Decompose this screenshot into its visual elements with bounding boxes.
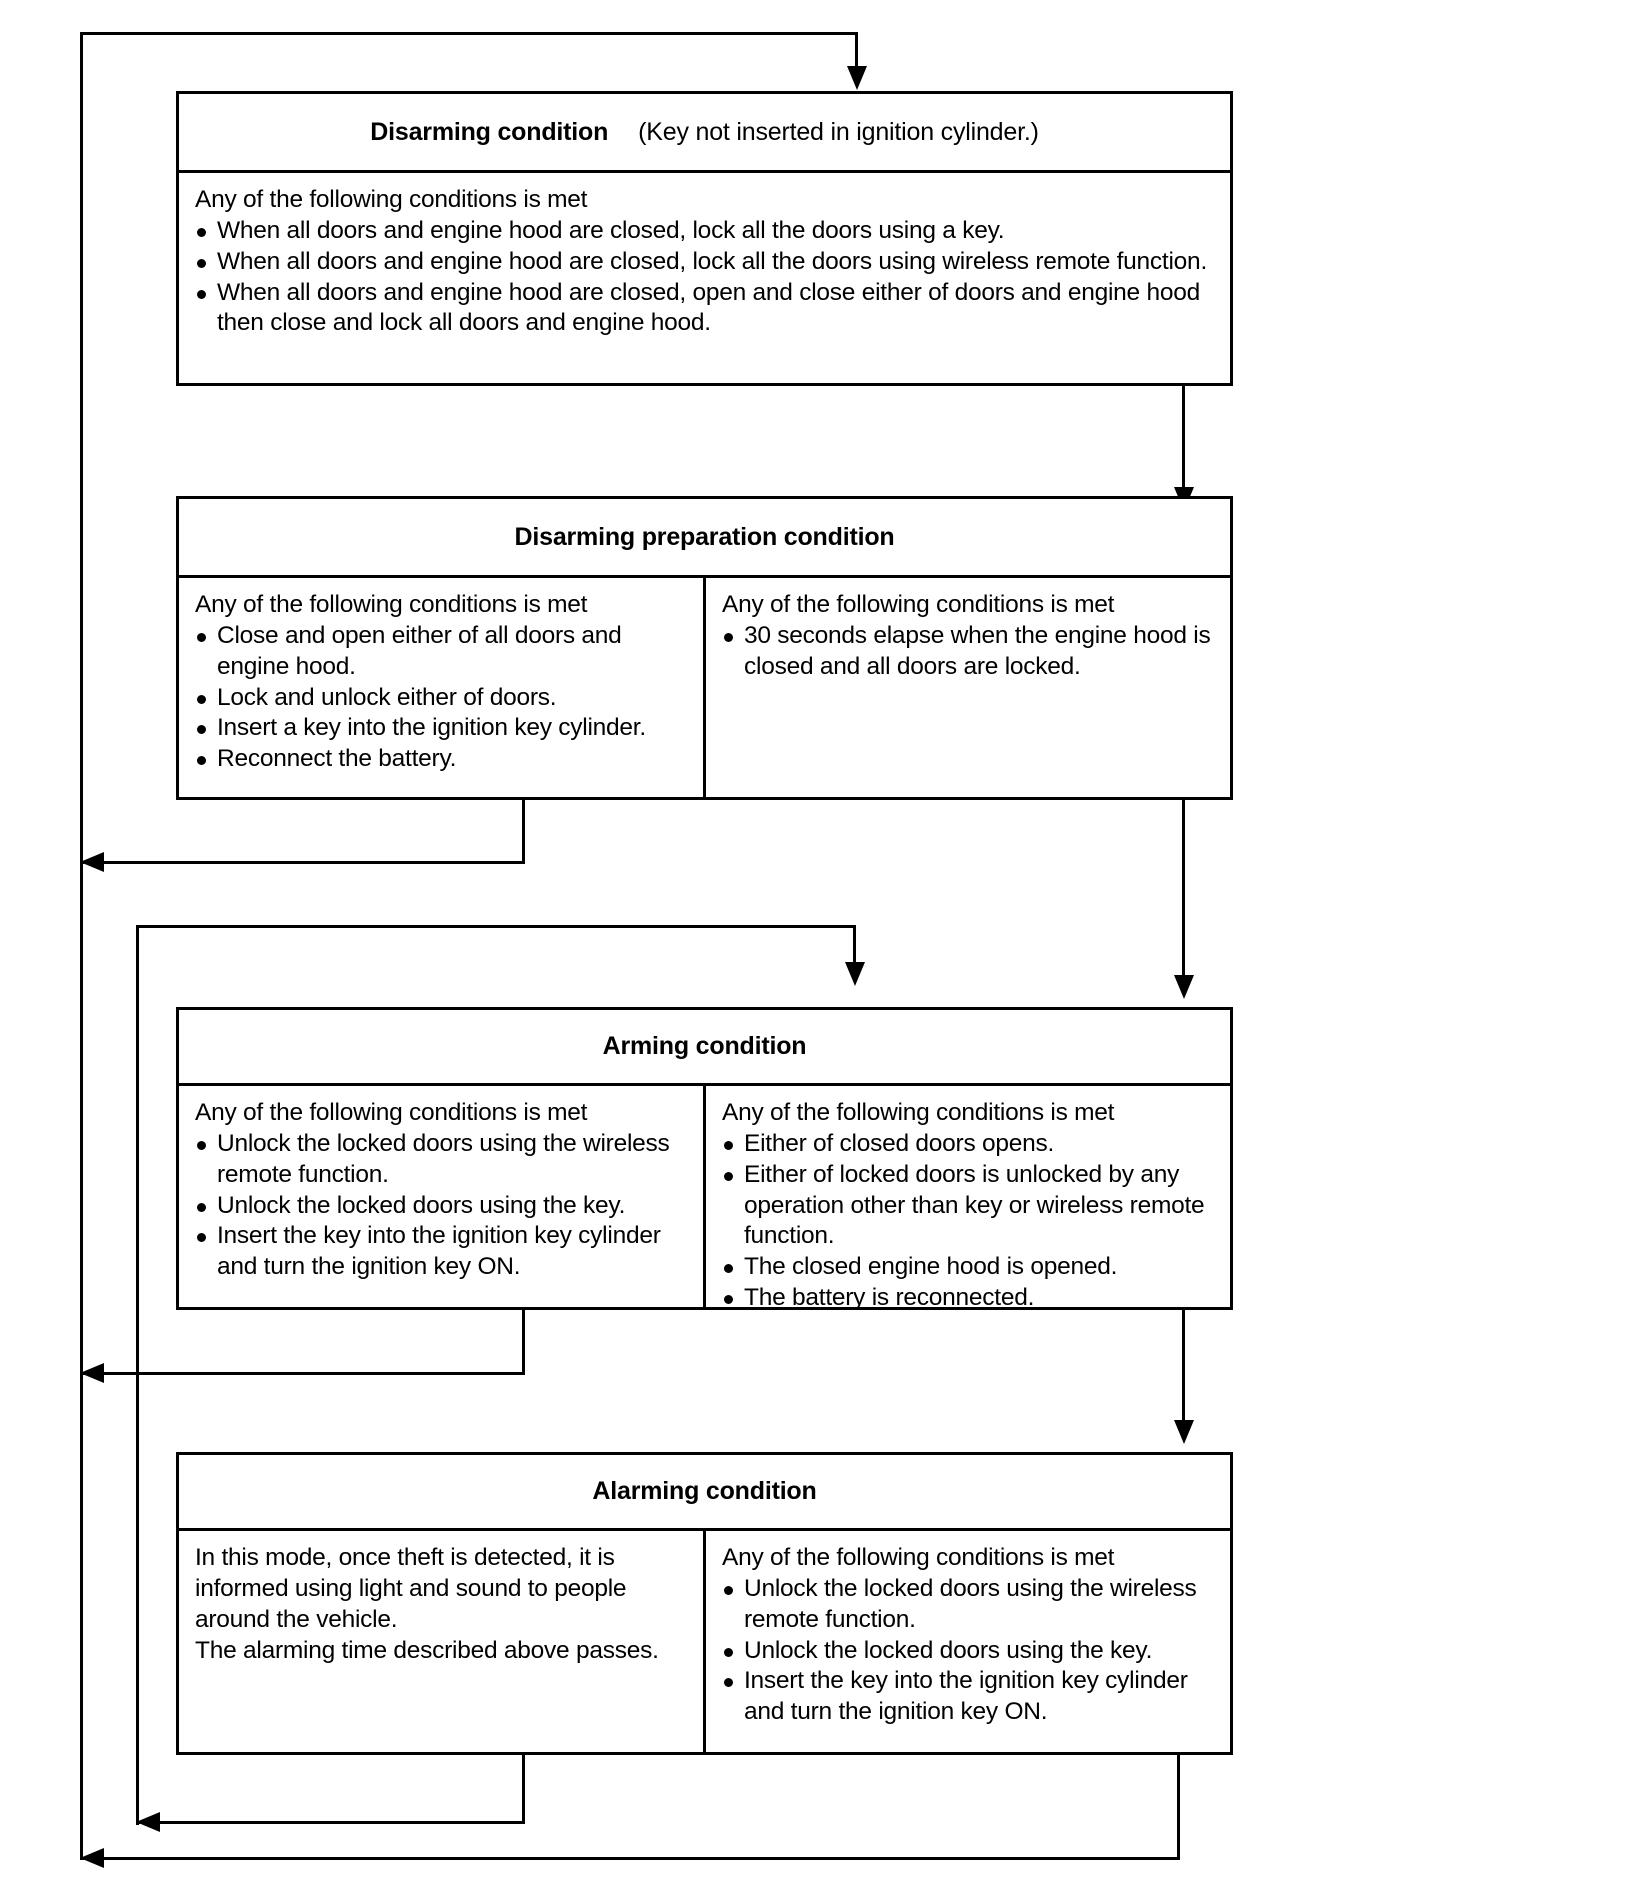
node-arming-header: Arming condition [179, 1010, 1230, 1086]
node-arming-body: Any of the following conditions is met U… [179, 1086, 1230, 1311]
node-arming-title: Arming condition [602, 1032, 807, 1060]
list-item: When all doors and engine hood are close… [195, 216, 1216, 247]
node-alarming-body: In this mode, once theft is detected, it… [179, 1531, 1230, 1755]
node-disarming-preparation-title: Disarming preparation condition [514, 522, 895, 551]
node-alarming-condition: Alarming condition In this mode, once th… [176, 1452, 1233, 1755]
list-item: Insert the key into the ignition key cyl… [195, 1221, 689, 1283]
node-arming-column-1: Any of the following conditions is met U… [179, 1086, 703, 1310]
list-item: Insert a key into the ignition key cylin… [195, 713, 689, 744]
list-item: Unlock the locked doors using the key. [195, 1191, 689, 1222]
lead-text: Any of the following conditions is met [195, 591, 588, 618]
link-disarming-to-preparation-vertical [1182, 386, 1185, 496]
arrow-arming-back-to-disarming [80, 1363, 104, 1383]
loop-outer-left-vertical [80, 32, 83, 1860]
paragraph-text: In this mode, once theft is detected, it… [195, 1544, 627, 1633]
link-preparation-left-down [522, 800, 525, 863]
lead-text: Any of the following conditions is met [195, 1099, 588, 1126]
list-item: Lock and unlock either of doors. [195, 683, 689, 714]
rail-into-arming-left-vertical [136, 925, 139, 1825]
link-arming-left-down [522, 1310, 525, 1375]
node-disarming-preparation-condition: Disarming preparation condition Any of t… [176, 496, 1233, 800]
node-arming-condition: Arming condition Any of the following co… [176, 1007, 1233, 1311]
node-disarming-preparation-header: Disarming preparation condition [179, 499, 1230, 578]
list-item: When all doors and engine hood are close… [195, 278, 1216, 340]
list-item: 30 seconds elapse when the engine hood i… [722, 621, 1216, 683]
link-preparation-to-arming-vertical [1182, 800, 1185, 985]
node-disarming-body: Any of the following conditions is met W… [179, 173, 1230, 386]
bullet-list: When all doors and engine hood are close… [195, 216, 1216, 339]
node-disarming-preparation-body: Any of the following conditions is met C… [179, 578, 1230, 800]
arrow-arming-to-alarming [1174, 1420, 1194, 1444]
node-disarming-title-note: (Key not inserted in ignition cylinder.) [638, 117, 1039, 146]
list-item: Unlock the locked doors using the wirele… [722, 1574, 1216, 1636]
arrow-preparation-to-arming [1174, 975, 1194, 999]
node-alarming-column-2: Any of the following conditions is met U… [703, 1531, 1230, 1755]
bullet-list: Either of closed doors opens. Either of … [722, 1129, 1216, 1314]
entry-stub-vertical [855, 32, 858, 70]
rail-into-arming-stub-vertical [853, 925, 856, 965]
link-alarming-left-horizontal [136, 1821, 525, 1824]
node-disarming-condition: Disarming condition (Key not inserted in… [176, 91, 1233, 386]
lead-text: Any of the following conditions is met [722, 1099, 1115, 1126]
node-alarming-title: Alarming condition [592, 1477, 817, 1505]
node-alarming-header: Alarming condition [179, 1455, 1230, 1531]
bullet-list: Unlock the locked doors using the wirele… [722, 1574, 1216, 1728]
node-disarming-preparation-column-1: Any of the following conditions is met C… [179, 578, 703, 800]
arrow-alarming-back-to-arming [136, 1812, 160, 1832]
node-arming-column-2: Any of the following conditions is met E… [703, 1086, 1230, 1311]
rail-into-arming-top-horizontal [136, 925, 856, 928]
loop-outer-top-horizontal [80, 32, 858, 35]
entry-arrow-into-disarming [847, 66, 867, 90]
link-arming-to-alarming-vertical [1182, 1310, 1185, 1430]
list-item: Reconnect the battery. [195, 744, 689, 775]
link-arming-left-horizontal [80, 1372, 525, 1375]
list-item: The battery is reconnected. [722, 1283, 1216, 1314]
list-item: The closed engine hood is opened. [722, 1252, 1216, 1283]
bullet-list: Close and open either of all doors and e… [195, 621, 689, 775]
arrow-preparation-back-to-disarming [80, 852, 104, 872]
bullet-list: 30 seconds elapse when the engine hood i… [722, 621, 1216, 683]
node-alarming-column-1: In this mode, once theft is detected, it… [179, 1531, 703, 1755]
arrow-rail-into-arming [845, 962, 865, 986]
list-item: Either of closed doors opens. [722, 1129, 1216, 1160]
lead-text: Any of the following conditions is met [722, 591, 1115, 618]
list-item: Insert the key into the ignition key cyl… [722, 1666, 1216, 1728]
list-item: Unlock the locked doors using the key. [722, 1636, 1216, 1667]
list-item: Unlock the locked doors using the wirele… [195, 1129, 689, 1191]
loop-outer-bottom-horizontal [80, 1857, 1180, 1860]
list-item: Either of locked doors is unlocked by an… [722, 1160, 1216, 1253]
list-item: When all doors and engine hood are close… [195, 247, 1216, 278]
link-alarming-left-down [522, 1755, 525, 1823]
bullet-list: Unlock the locked doors using the wirele… [195, 1129, 689, 1283]
node-disarming-column-1: Any of the following conditions is met W… [179, 173, 1230, 386]
node-disarming-preparation-column-2: Any of the following conditions is met 3… [703, 578, 1230, 800]
lead-text: Any of the following conditions is met [195, 186, 588, 213]
paragraph-text: The alarming time described above passes… [195, 1636, 659, 1664]
link-preparation-left-horizontal [80, 861, 525, 864]
node-disarming-title: Disarming condition [370, 117, 609, 146]
list-item: Close and open either of all doors and e… [195, 621, 689, 683]
lead-text: Any of the following conditions is met [722, 1544, 1115, 1571]
loop-outer-arrowhead [80, 1848, 104, 1868]
node-disarming-header: Disarming condition (Key not inserted in… [179, 94, 1230, 173]
